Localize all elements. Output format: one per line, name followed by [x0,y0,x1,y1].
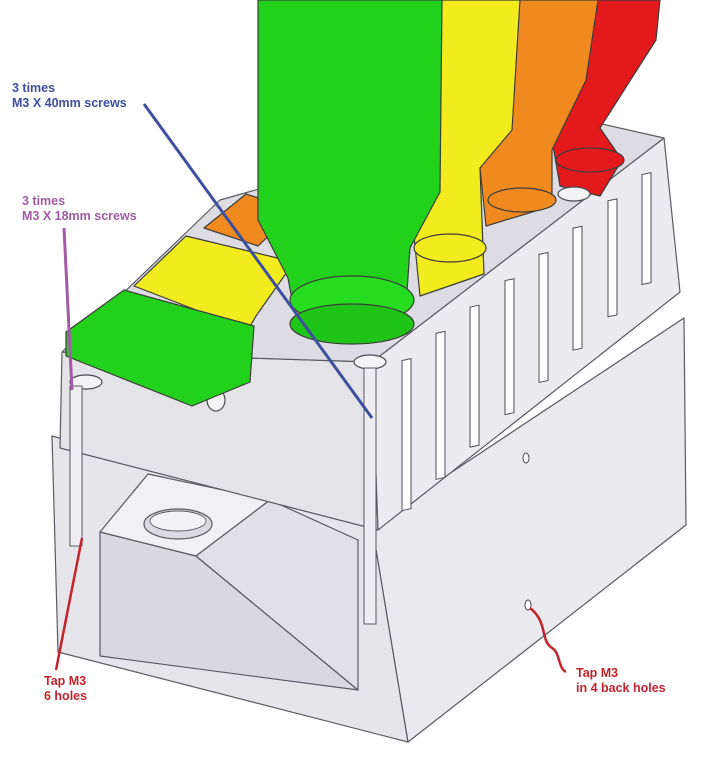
screw-shafts [69,367,377,625]
label-tap-back-line2: in 4 back holes [576,681,666,695]
leader-tap-front [54,537,84,671]
label-tap-back: Tap M3 in 4 back holes [576,666,666,696]
label-short-screws-line1: 3 times [22,194,66,208]
label-tap-front-line2: 6 holes [44,689,88,703]
label-tap-front: Tap M3 6 holes [44,674,87,704]
green-plate [65,289,255,407]
label-short-screws-line2: M3 X 18mm screws [22,209,137,223]
back-hole-upper [522,452,530,464]
colored-ducts [257,0,661,345]
leader-tap-back [529,607,567,674]
label-long-screws-line2: M3 X 40mm screws [12,96,127,110]
label-tap-front-line1: Tap M3 [44,674,87,688]
leader-long-screws [142,103,374,419]
colored-plates [65,193,297,407]
label-long-screws: 3 times M3 X 40mm screws [12,81,127,111]
base-right-face [371,317,687,743]
cooling-slots [401,172,652,512]
leader-short-screws [62,227,74,391]
label-long-screws-line1: 3 times [12,81,56,95]
back-hole-lower [524,599,532,611]
label-short-screws: 3 times M3 X 18mm screws [22,194,137,224]
base-cavity-right [195,499,359,691]
label-tap-back-line1: Tap M3 [576,666,619,680]
